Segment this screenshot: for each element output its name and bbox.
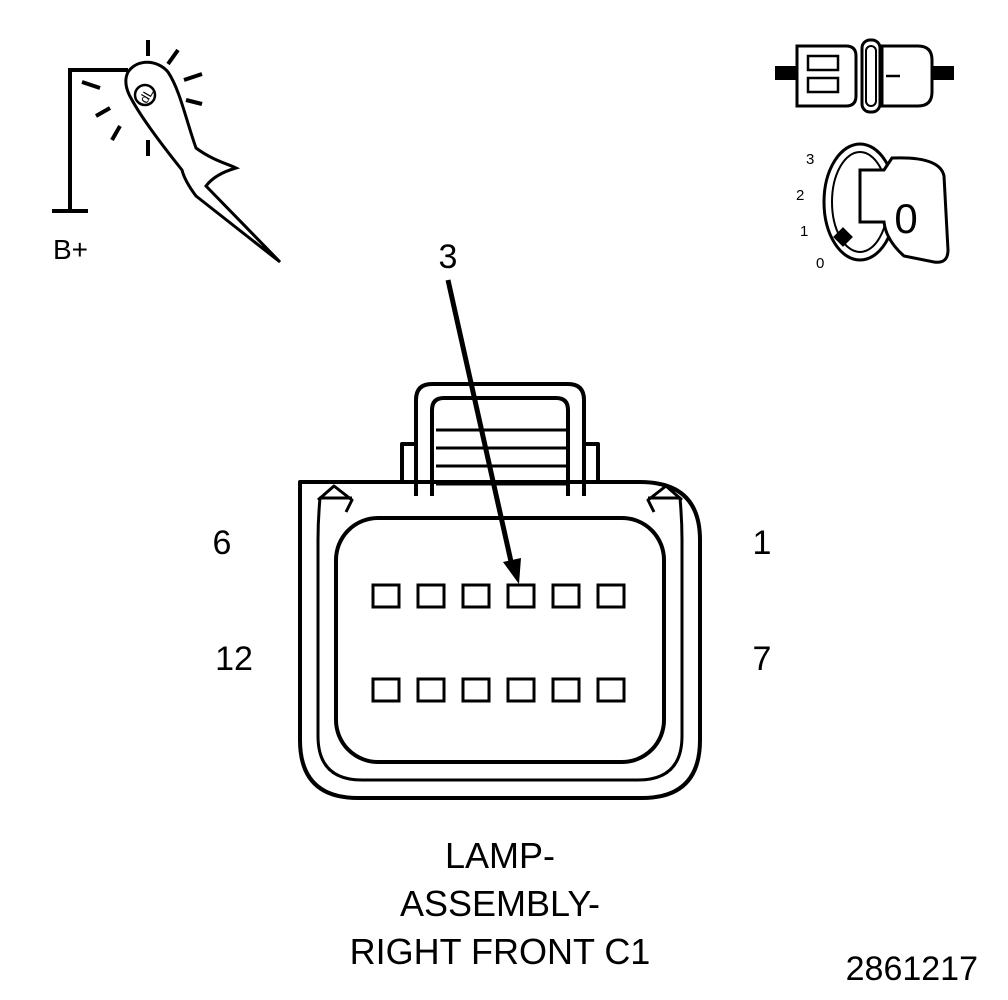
pin-5 [416, 583, 446, 609]
figure-number: 2861217 [846, 950, 978, 988]
connector-body [298, 382, 702, 800]
pin-12 [371, 677, 401, 703]
pin-6 [371, 583, 401, 609]
connector-disconnect-icon [775, 38, 954, 114]
ignition-position-3: 3 [806, 151, 814, 168]
callout-pin-label: 3 [439, 238, 458, 276]
pin-9 [506, 677, 536, 703]
ignition-position-2: 2 [796, 187, 804, 204]
pin-label-top-right: 1 [753, 524, 772, 562]
pin-label-top-left: 6 [213, 524, 232, 562]
test-lamp-icon: dL [52, 40, 282, 264]
pin-11 [416, 677, 446, 703]
pin-10 [461, 677, 491, 703]
pin-7 [596, 677, 626, 703]
pin-2 [551, 583, 581, 609]
pin-label-bottom-left: 12 [215, 640, 253, 678]
pin-8 [551, 677, 581, 703]
ignition-switch-icon: 0 [822, 142, 950, 264]
caption-line-2: ASSEMBLY- [400, 883, 600, 924]
pin-4 [461, 583, 491, 609]
pin-label-bottom-right: 7 [753, 640, 772, 678]
pin-cavities [371, 583, 626, 703]
ignition-position-0: 0 [816, 255, 824, 272]
pin-1 [596, 583, 626, 609]
probe-mark: dL [136, 86, 156, 106]
pin-3 [506, 583, 536, 609]
callout-arrow [445, 279, 521, 584]
ignition-position-1: 1 [800, 223, 808, 240]
caption-line-3: RIGHT FRONT C1 [350, 931, 651, 972]
supply-label: B+ [53, 234, 88, 265]
ignition-key-label: 0 [894, 195, 917, 242]
caption-line-1: LAMP- [445, 835, 555, 876]
